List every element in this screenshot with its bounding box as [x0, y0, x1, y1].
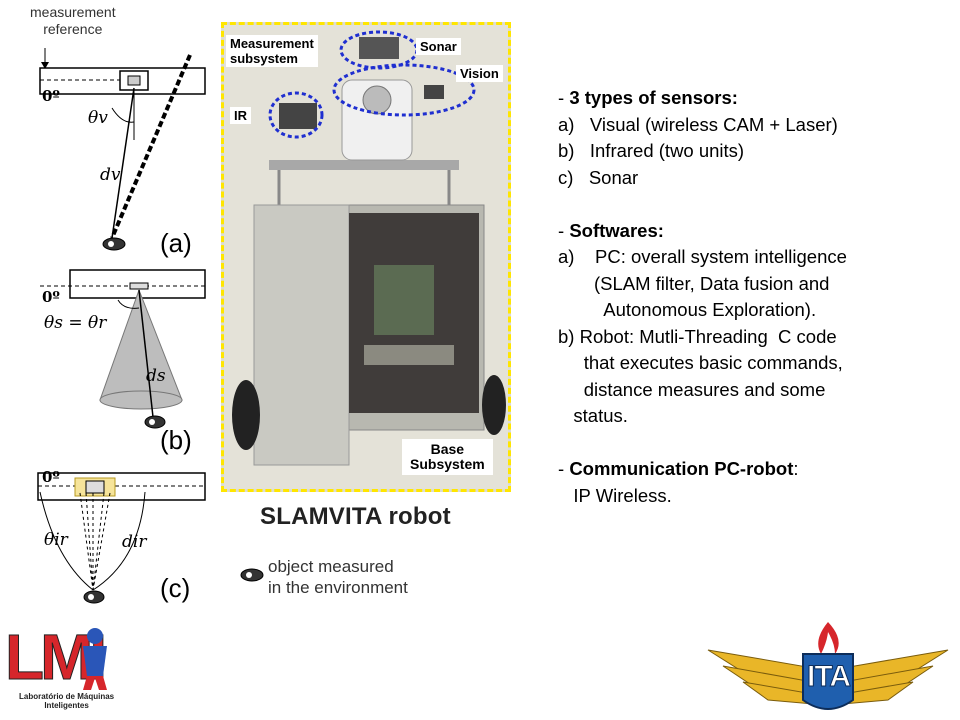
software-heading: - Softwares: [558, 219, 664, 241]
sensor-geometry-diagrams: measurement reference [0, 0, 215, 615]
ita-logo: ITA [703, 620, 953, 718]
theta-ir-label: θir [44, 530, 68, 550]
sensor-item-sonar: c) Sonar [558, 166, 639, 188]
zero-degree-label-a: 0º [42, 87, 60, 105]
software-pc-line-3: Autonomous Exploration). [558, 299, 817, 320]
sensor-item-infrared: b) Infrared (two units) [558, 140, 745, 161]
robot-photo: Measurement subsystem Sonar Vision IR Ba… [221, 22, 511, 492]
ita-logo-letters: ITA [807, 660, 852, 694]
measurement-subsystem-callout: Measurement subsystem [226, 35, 318, 67]
robot-title: SLAMVITA robot [260, 503, 451, 530]
zero-degree-label-c: 0º [42, 468, 60, 486]
zero-degree-label-b: 0º [42, 288, 60, 306]
object-legend-icon [240, 568, 264, 582]
ita-wings-icon [707, 622, 949, 710]
software-pc-line-1: a) PC: overall system intelligence [558, 246, 847, 267]
sensors-heading: - 3 types of sensors: [558, 87, 738, 108]
sensor-item-visual: a) Visual (wireless CAM + Laser) [558, 113, 838, 135]
notes-text: - 3 types of sensors: a) Visual (wireles… [558, 85, 953, 509]
diagram-geometry [37, 48, 206, 604]
communication-value: IP Wireless. [558, 484, 672, 506]
robot-illustration [224, 25, 508, 489]
software-robot-line-2: that executes basic commands, [558, 352, 843, 373]
panel-b-label: (b) [160, 425, 192, 455]
ir-callout: IR [230, 107, 251, 124]
lmi-logo-subtitle: Laboratório de Máquinas Inteligentes [19, 692, 115, 710]
panel-c-label: (c) [160, 573, 191, 603]
panel-a-label: (a) [160, 228, 192, 258]
theta-v-label: θv [88, 108, 108, 128]
base-subsystem-callout: Base Subsystem [402, 439, 493, 475]
d-v-label: dv [100, 165, 121, 185]
vision-callout: Vision [456, 65, 503, 82]
software-robot-line-3: distance measures and some [558, 378, 826, 400]
d-s-label: ds [146, 366, 166, 386]
d-ir-label: dir [122, 532, 147, 552]
object-legend-text: object measured in the environment [268, 557, 408, 597]
sonar-callout: Sonar [416, 38, 461, 55]
software-pc-line-2: (SLAM filter, Data fusion and [558, 272, 830, 294]
communication-heading: - Communication PC-robot: [558, 458, 799, 479]
software-robot-line-1: b) Robot: Mutli-Threading C code [558, 325, 837, 347]
lmi-logo: LMI Laboratório de Máquinas Inteligentes [4, 622, 125, 718]
measurement-reference-label: measurement reference [30, 4, 116, 37]
software-robot-line-4: status. [558, 405, 628, 426]
theta-s-label: θs = θr [44, 313, 107, 333]
lmi-mascot-icon [83, 628, 107, 690]
